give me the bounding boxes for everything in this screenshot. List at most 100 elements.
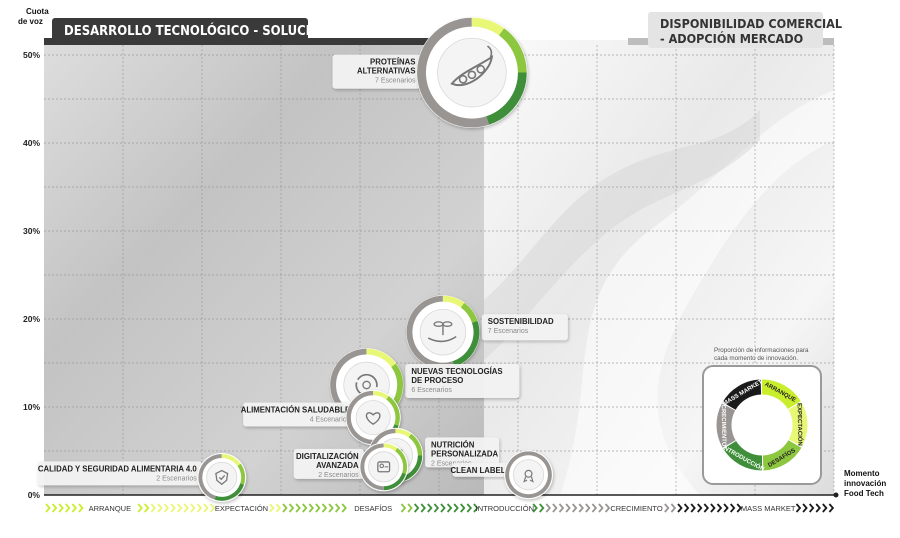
stage-chevron [710, 503, 716, 513]
hand-shape [427, 335, 457, 343]
x-axis-label-line3: Food Tech [844, 489, 884, 498]
left-header-title: DESARROLLO TECNOLÓGICO - SOLUCIONES [64, 23, 346, 39]
stage-chevron [453, 503, 459, 513]
bubble-label-box [405, 364, 520, 398]
silk-fold [560, 90, 834, 495]
stage-chevron [288, 503, 295, 513]
stage-chevron [664, 503, 670, 513]
bubble-ring-segment [383, 443, 398, 452]
bubble-ring-segment [360, 443, 384, 491]
legend-donut-hole [732, 395, 792, 455]
legend-note-line2: cada momento de innovación. [714, 355, 798, 362]
stage-chevron [427, 503, 433, 513]
pea-pod-outline [450, 55, 494, 87]
stage-chevron [302, 503, 308, 513]
stage-chevron [815, 503, 821, 513]
stage-chevron [585, 503, 591, 513]
stage-chevron [65, 503, 71, 513]
stage-chevron [716, 503, 723, 513]
bubble-inner [437, 37, 507, 108]
bubble-ring-segment [346, 390, 374, 445]
bubble-ring-segment [214, 483, 244, 501]
bubble-label-box [332, 54, 421, 89]
stage-chevron [295, 503, 301, 513]
y-tick-label: 50% [23, 50, 40, 60]
stage-chevron [473, 503, 479, 513]
check-mark [218, 475, 226, 481]
bubble-ring-segment [417, 17, 490, 128]
stage-label: ARRANQUE [89, 504, 132, 513]
bubble-ring-segment [471, 17, 505, 36]
stage-chevron [690, 503, 696, 513]
stage-chevron [170, 503, 176, 513]
stage-chevron [552, 503, 558, 513]
legend-note-line1: Proporción de informaciones para [714, 347, 809, 354]
stage-chevron [413, 503, 420, 513]
bubble-ring-segment [408, 433, 423, 456]
stage-chevron [532, 503, 538, 513]
stage-chevron [163, 503, 170, 513]
stage-chevron [308, 503, 315, 513]
stage-chevron [802, 503, 808, 513]
bubble-clean-label: CLEAN LABEL [451, 450, 553, 500]
stage-chevron [190, 503, 196, 513]
bubble-label-box [452, 462, 511, 477]
bubble-sublabel: 4 Escenarios [310, 417, 351, 424]
bubble-label: DIGITALIZACIÓN [296, 452, 359, 461]
stage-chevron [58, 503, 64, 513]
plant-hand-icon [427, 321, 457, 343]
stage-chevron [466, 503, 473, 513]
stage-chevron [328, 503, 334, 513]
stage-chevron [45, 503, 51, 513]
y-tick-label: 10% [23, 402, 40, 412]
stage-chevron [578, 503, 584, 513]
stage-chevron [723, 503, 729, 513]
stage-chevron [440, 503, 446, 513]
stage-label: INTRODUCCIÓN [476, 504, 534, 513]
bubble-label: ALIMENTACIÓN SALUDABLE [241, 406, 350, 415]
stage-chevron [315, 503, 321, 513]
bubble-label-box [425, 437, 500, 468]
bubble-sublabel: 7 Escenarios [488, 328, 529, 335]
stage-chevron [183, 503, 189, 513]
bubble-calidad-y-seguridad-alimentaria-4-0: CALIDAD Y SEGURIDAD ALIMENTARIA 4.02 Esc… [37, 453, 247, 502]
stage-chevron [591, 503, 598, 513]
stage-chevron [433, 503, 440, 513]
y-tick-label: 30% [23, 226, 40, 236]
right-header-title-line2: - ADOPCIÓN MERCADO [660, 31, 803, 46]
stage-chevron [341, 503, 347, 513]
card-shape [377, 461, 391, 473]
stage-chevron [670, 503, 677, 513]
stage-chevron [334, 503, 341, 513]
stage-chevron [795, 503, 802, 513]
stage-chevron [176, 503, 183, 513]
silk-fold-shadow [484, 110, 760, 360]
bubble-ring-segment [386, 395, 400, 426]
stage-chevron [539, 503, 545, 513]
cycle-center [362, 380, 371, 390]
y-axis-label-line2: de voz [18, 17, 43, 26]
stage-chevron [407, 503, 413, 513]
stage-chevron [604, 503, 611, 513]
legend-segment [761, 379, 801, 410]
bubble-ring-segment [383, 472, 406, 491]
legend-segment [722, 379, 762, 411]
pea-stem [486, 45, 493, 60]
stage-chevron [808, 503, 815, 513]
bubble-ring-segment [498, 28, 527, 73]
legend-segment [762, 439, 802, 471]
bubble-label: CALIDAD Y SEGURIDAD ALIMENTARIA 4.0 [38, 464, 198, 473]
bubble-ring-segment [198, 454, 222, 500]
stage-chevron [196, 503, 203, 513]
stage-chevron [282, 503, 288, 513]
legend-segment [716, 403, 736, 448]
bubble-sublabel: 6 Escenarios [411, 387, 452, 394]
stage-chevron [677, 503, 683, 513]
left-panel-background [44, 40, 484, 495]
stage-chevron [269, 503, 275, 513]
